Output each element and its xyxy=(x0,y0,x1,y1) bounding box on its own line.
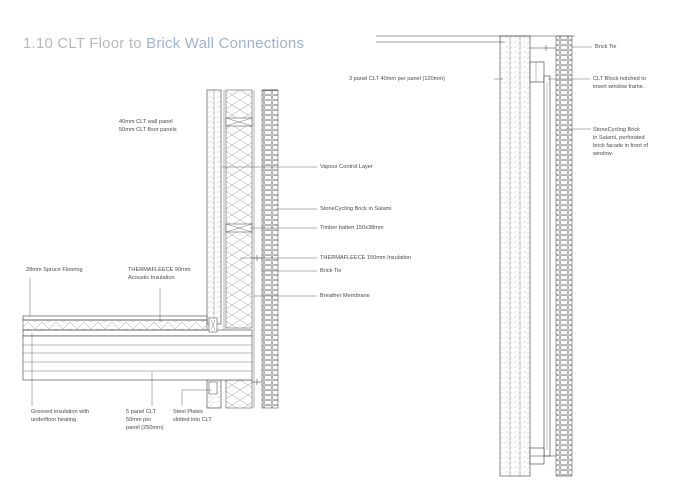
page-title: 1.10 CLT Floor to Brick Wall Connections xyxy=(23,35,304,52)
label-grooved-2: underfloor heating xyxy=(31,417,77,423)
brick-leaf xyxy=(261,89,279,409)
label-steel-2: slotted into CLT xyxy=(173,417,212,423)
label-brick-tie-right: Brick Tie xyxy=(595,44,617,50)
label-floor-panels: 50mm CLT floor panels xyxy=(119,127,177,133)
right-window-detail xyxy=(376,35,575,477)
wall-insulation xyxy=(225,89,253,329)
label-acoustic-2: Acoustic Insulation xyxy=(128,275,175,281)
acoustic-insulation xyxy=(22,319,208,331)
label-wall-panel: 40mm CLT wall panel xyxy=(119,119,173,125)
label-clt5-2: 50mm per xyxy=(126,417,152,423)
label-clt-block-1: CLT Block notched to xyxy=(593,76,646,82)
brick-tie-2 xyxy=(252,379,262,385)
brick-tie-right xyxy=(530,45,556,51)
left-leader-lines xyxy=(29,166,317,406)
label-spruce: 28mm Spruce Flooring xyxy=(26,267,83,273)
label-clt5-1: 5 panel CLT xyxy=(126,409,157,415)
grooved-insulation xyxy=(22,329,253,337)
title-part-1: 1.10 CLT Floor to xyxy=(23,35,147,52)
perforated-brick-facade xyxy=(555,35,573,477)
label-clt-block-2: insert window frame. xyxy=(593,84,645,90)
steel-plate-lower xyxy=(208,381,218,395)
label-clt3: 3 panel CLT 40mm per panel (120mm) xyxy=(349,76,445,82)
spruce-flooring xyxy=(22,315,208,321)
label-stonecycling-3: brick facade in front of xyxy=(593,143,649,149)
label-timber-batten: Timber batten 150x38mm xyxy=(320,225,384,231)
right-leader-lines xyxy=(494,46,592,130)
label-thermafleece-150: THERMAFLEECE 150mm Insulation xyxy=(320,255,412,261)
label-stonecycling-4: window. xyxy=(593,151,613,157)
label-steel-1: Steel Plates xyxy=(173,409,203,415)
clt-floor-slab xyxy=(22,335,253,381)
clt-block-top xyxy=(529,61,545,83)
label-breather: Breather Membrane xyxy=(320,293,370,299)
insulation-below xyxy=(225,379,253,409)
label-clt5-3: panel (250mm) xyxy=(126,425,164,431)
label-stonecycling-1: StoneCycling Brick xyxy=(593,127,640,133)
label-acoustic-1: THERMAFLEECE 90mm xyxy=(128,267,191,273)
clt-3-panel-wall xyxy=(499,35,531,477)
label-vapour: Vapour Control Layer xyxy=(320,164,373,170)
title-part-2: Brick Wall Connections xyxy=(146,35,305,52)
label-stonecycling-salami: StoneCycling Brick in Salami xyxy=(320,206,392,212)
label-brick-tie: Brick Tie xyxy=(320,268,342,274)
left-floor-wall-detail xyxy=(22,89,279,409)
label-grooved-1: Grooved insulation with xyxy=(31,409,90,415)
label-stonecycling-2: in Salami, perforated xyxy=(593,135,645,141)
